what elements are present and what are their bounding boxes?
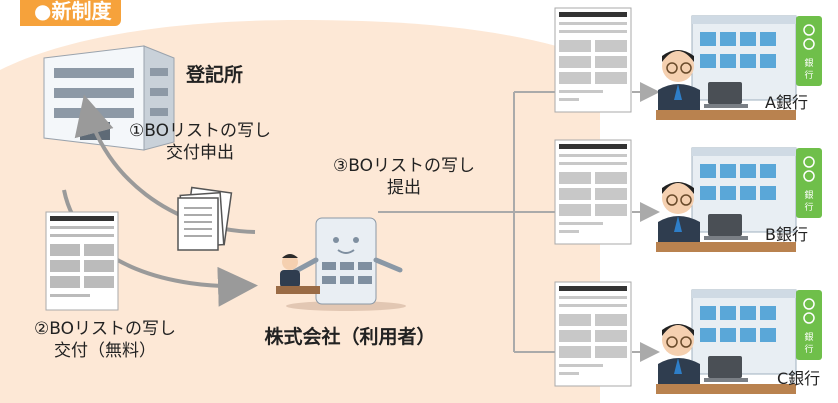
bank-building-icon: 銀 行 <box>656 147 822 252</box>
bank-label: B銀行 <box>765 225 808 244</box>
step1-label: ①BOリストの写し 交付申出 <box>100 120 300 164</box>
bank-label: A銀行 <box>765 93 808 112</box>
bank-label: C銀行 <box>777 369 821 388</box>
company-label: 株式会社（利用者） <box>264 326 436 348</box>
submitted-document-icon <box>554 139 632 245</box>
bank-building-icon: 銀 行 <box>656 289 822 394</box>
svg-text:行: 行 <box>804 201 813 213</box>
step1-line2: 交付申出 <box>166 143 234 163</box>
svg-text:行: 行 <box>804 343 813 355</box>
step1-line1: ①BOリストの写し <box>129 121 271 141</box>
submitted-document-icon <box>554 7 632 113</box>
bo-list-document-icon <box>45 211 119 311</box>
company-building-icon <box>276 217 406 311</box>
step2-line1: ②BOリストの写し <box>34 319 176 339</box>
step3-line1: ③BOリストの写し <box>333 156 475 176</box>
registry-label: 登記所 <box>186 64 244 86</box>
submitted-document-icon <box>554 281 632 387</box>
svg-text:銀: 銀 <box>804 189 813 201</box>
svg-text:銀: 銀 <box>804 331 813 343</box>
step2-label: ②BOリストの写し 交付（無料） <box>0 318 210 362</box>
step2-line2: 交付（無料） <box>54 341 156 361</box>
documents-icon <box>177 186 233 251</box>
step3-line2: 提出 <box>387 178 421 198</box>
svg-text:銀: 銀 <box>804 57 813 69</box>
svg-text:行: 行 <box>804 69 813 81</box>
bank-building-icon: 銀 行 <box>656 15 822 120</box>
step3-label: ③BOリストの写し 提出 <box>304 155 504 199</box>
new-system-tag: ●新制度 <box>20 0 122 26</box>
